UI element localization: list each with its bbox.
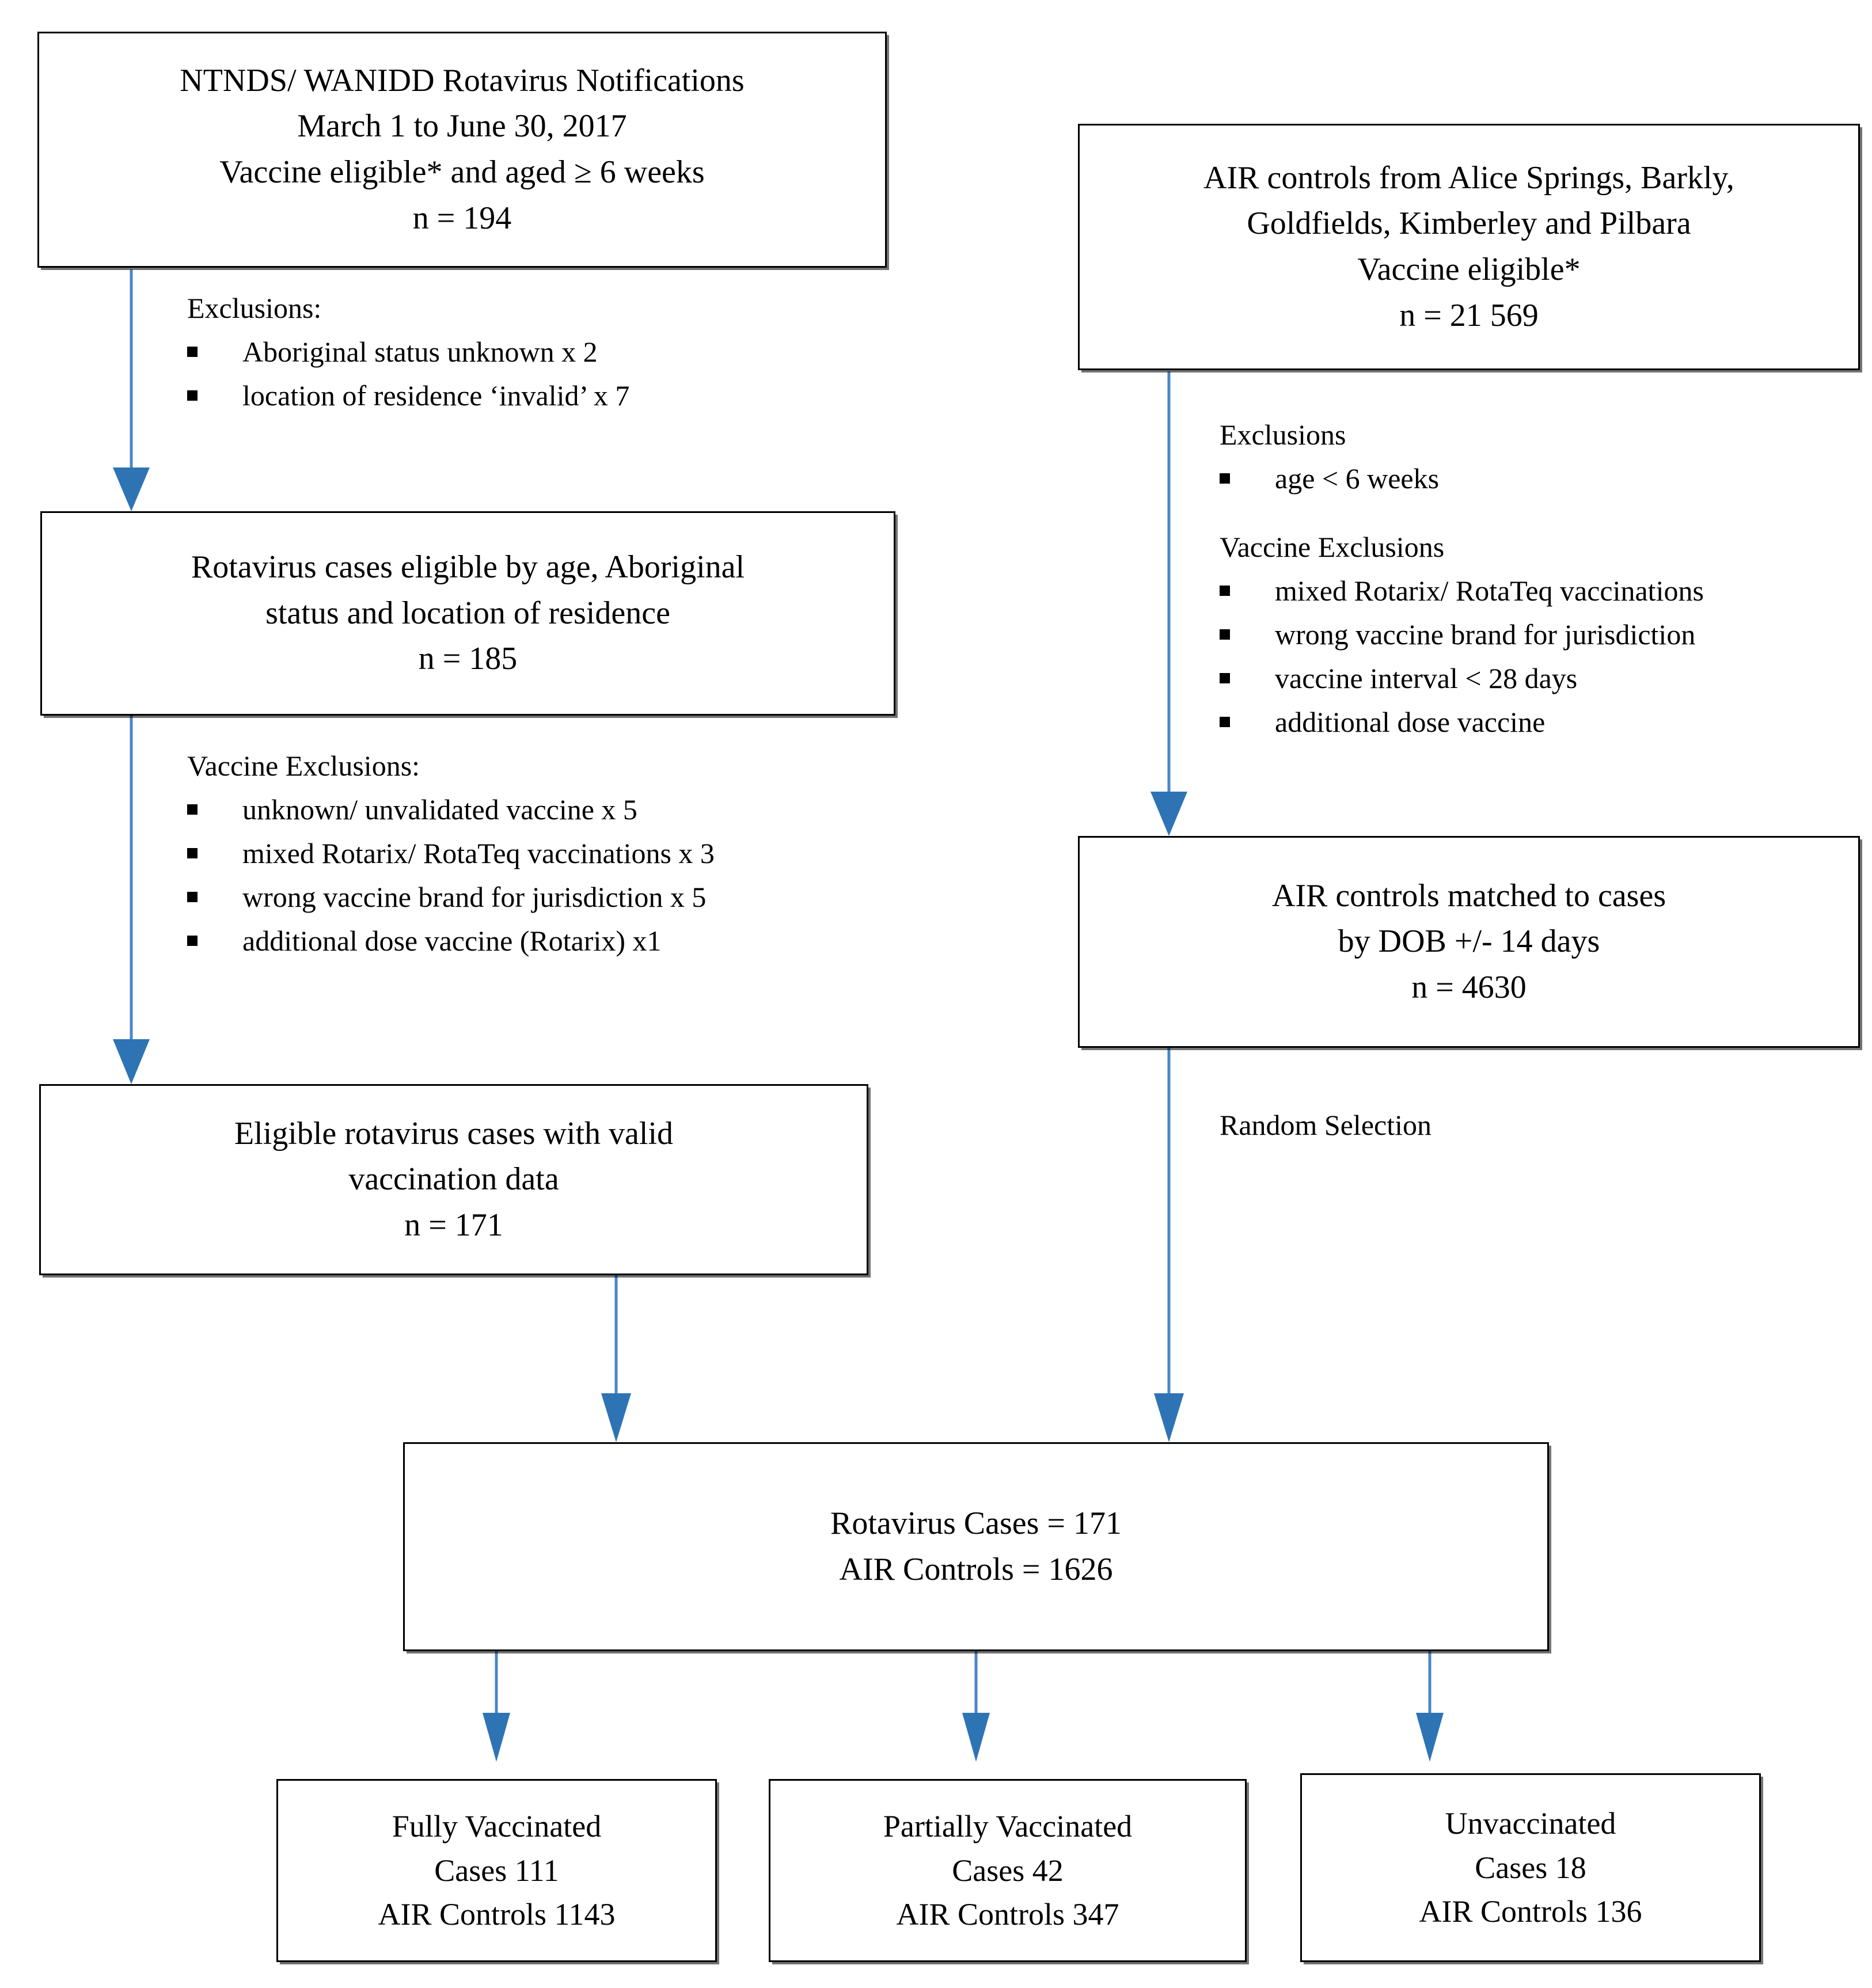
- box-source-controls-line-2: Goldfields, Kimberley and Pilbara: [1247, 206, 1691, 242]
- square-bullet-icon: [187, 936, 198, 946]
- box-combined-line-2: AIR Controls = 1626: [839, 1551, 1113, 1587]
- list-item-label: vaccine interval < 28 days: [1275, 662, 1578, 694]
- list-item: age < 6 weeks: [1220, 464, 1439, 493]
- list-item-label: mixed Rotarix/ RotaTeq vaccinations x 3: [242, 837, 715, 869]
- control-exclusions-heading: Exclusions: [1220, 419, 1346, 451]
- list-item-label: wrong vaccine brand for jurisdiction x 5: [242, 881, 707, 913]
- box-eligible-cases-line-2: status and location of residence: [265, 595, 670, 631]
- list-item: additional dose vaccine: [1220, 708, 1704, 736]
- square-bullet-icon: [187, 892, 198, 902]
- annotation-case-vaccine-exclusions: Vaccine Exclusions: unknown/ unvalidated…: [187, 751, 715, 970]
- list-item-label: wrong vaccine brand for jurisdiction: [1275, 618, 1696, 651]
- case-vaccine-exclusions-list: unknown/ unvalidated vaccine x 5 mixed R…: [187, 795, 715, 955]
- square-bullet-icon: [1220, 717, 1230, 727]
- box-combined-line-1: Rotavirus Cases = 171: [830, 1505, 1122, 1541]
- list-item: wrong vaccine brand for jurisdiction x 5: [187, 883, 715, 911]
- box-source-controls-line-4: n = 21 569: [1399, 297, 1539, 333]
- list-item-label: mixed Rotarix/ RotaTeq vaccinations: [1275, 575, 1704, 607]
- box-valid-cases-line-1: Eligible rotavirus cases with valid: [234, 1115, 674, 1151]
- box-eligible-cases-line-3: n = 185: [418, 641, 518, 677]
- random-selection-label: Random Selection: [1220, 1109, 1431, 1141]
- box-unvaccinated-line-2: Cases 18: [1475, 1850, 1586, 1885]
- box-fully-vaccinated-line-2: Cases 111: [434, 1853, 559, 1888]
- box-fully-vaccinated: Fully Vaccinated Cases 111 AIR Controls …: [276, 1779, 717, 1962]
- list-item-label: additional dose vaccine (Rotarix) x1: [242, 925, 662, 957]
- control-vaccine-exclusions-list: mixed Rotarix/ RotaTeq vaccinations wron…: [1220, 576, 1704, 736]
- box-matched-controls-line-3: n = 4630: [1411, 969, 1527, 1005]
- list-item: additional dose vaccine (Rotarix) x1: [187, 926, 715, 955]
- box-valid-cases-line-3: n = 171: [404, 1207, 503, 1243]
- box-source-cases: NTNDS/ WANIDD Rotavirus Notifications Ma…: [37, 32, 887, 268]
- list-item: Aboriginal status unknown x 2: [187, 337, 629, 366]
- list-item-label: location of residence ‘invalid’ x 7: [242, 379, 630, 412]
- list-item-label: additional dose vaccine: [1275, 706, 1546, 738]
- box-unvaccinated-line-3: AIR Controls 136: [1419, 1894, 1642, 1929]
- box-fully-vaccinated-line-1: Fully Vaccinated: [392, 1808, 602, 1843]
- box-fully-vaccinated-line-3: AIR Controls 1143: [378, 1897, 616, 1932]
- square-bullet-icon: [187, 390, 198, 401]
- square-bullet-icon: [1220, 629, 1230, 640]
- list-item-label: unknown/ unvalidated vaccine x 5: [242, 793, 637, 826]
- box-source-controls-line-3: Vaccine eligible*: [1357, 252, 1581, 287]
- list-item: mixed Rotarix/ RotaTeq vaccinations x 3: [187, 839, 715, 868]
- list-item: wrong vaccine brand for jurisdiction: [1220, 620, 1704, 649]
- box-eligible-cases-line-1: Rotavirus cases eligible by age, Aborigi…: [191, 549, 745, 586]
- square-bullet-icon: [187, 347, 198, 357]
- square-bullet-icon: [187, 848, 198, 858]
- case-vaccine-exclusions-heading: Vaccine Exclusions:: [187, 750, 420, 782]
- box-source-cases-line-3: Vaccine eligible* and aged ≥ 6 weeks: [219, 154, 705, 190]
- case-exclusions-heading: Exclusions:: [187, 292, 322, 324]
- box-source-cases-line-4: n = 194: [412, 200, 512, 236]
- box-source-cases-line-2: March 1 to June 30, 2017: [297, 108, 627, 145]
- box-unvaccinated: Unvaccinated Cases 18 AIR Controls 136: [1300, 1773, 1761, 1962]
- box-partially-vaccinated-line-3: AIR Controls 347: [896, 1897, 1119, 1932]
- control-exclusions-list: age < 6 weeks: [1220, 464, 1439, 493]
- annotation-control-vaccine-exclusions: Vaccine Exclusions mixed Rotarix/ RotaTe…: [1220, 533, 1704, 751]
- annotation-case-exclusions: Exclusions: Aboriginal status unknown x …: [187, 294, 629, 425]
- box-source-cases-line-1: NTNDS/ WANIDD Rotavirus Notifications: [180, 62, 745, 98]
- box-partially-vaccinated-line-1: Partially Vaccinated: [883, 1808, 1133, 1843]
- control-vaccine-exclusions-heading: Vaccine Exclusions: [1220, 531, 1445, 563]
- square-bullet-icon: [187, 804, 198, 815]
- annotation-control-exclusions: Exclusions age < 6 weeks: [1220, 420, 1439, 508]
- box-eligible-cases: Rotavirus cases eligible by age, Aborigi…: [40, 511, 895, 716]
- box-valid-cases: Eligible rotavirus cases with valid vacc…: [39, 1084, 868, 1275]
- list-item: unknown/ unvalidated vaccine x 5: [187, 795, 715, 824]
- box-matched-controls: AIR controls matched to cases by DOB +/-…: [1078, 836, 1860, 1048]
- list-item: vaccine interval < 28 days: [1220, 664, 1704, 693]
- box-combined-totals: Rotavirus Cases = 171 AIR Controls = 162…: [403, 1442, 1549, 1651]
- case-exclusions-list: Aboriginal status unknown x 2 location o…: [187, 337, 629, 410]
- box-valid-cases-line-2: vaccination data: [348, 1161, 559, 1198]
- square-bullet-icon: [1220, 586, 1230, 596]
- list-item-label: Aboriginal status unknown x 2: [242, 336, 598, 368]
- box-partially-vaccinated-line-2: Cases 42: [952, 1853, 1064, 1888]
- list-item-label: age < 6 weeks: [1275, 462, 1440, 495]
- box-unvaccinated-line-1: Unvaccinated: [1445, 1805, 1616, 1841]
- list-item: mixed Rotarix/ RotaTeq vaccinations: [1220, 576, 1704, 605]
- square-bullet-icon: [1220, 473, 1230, 484]
- box-source-controls-line-1: AIR controls from Alice Springs, Barkly,: [1203, 159, 1734, 196]
- box-source-controls: AIR controls from Alice Springs, Barkly,…: [1078, 124, 1860, 370]
- box-matched-controls-line-2: by DOB +/- 14 days: [1338, 923, 1600, 960]
- box-partially-vaccinated: Partially Vaccinated Cases 42 AIR Contro…: [769, 1779, 1247, 1962]
- list-item: location of residence ‘invalid’ x 7: [187, 381, 629, 410]
- box-matched-controls-line-1: AIR controls matched to cases: [1271, 877, 1666, 914]
- square-bullet-icon: [1220, 673, 1230, 683]
